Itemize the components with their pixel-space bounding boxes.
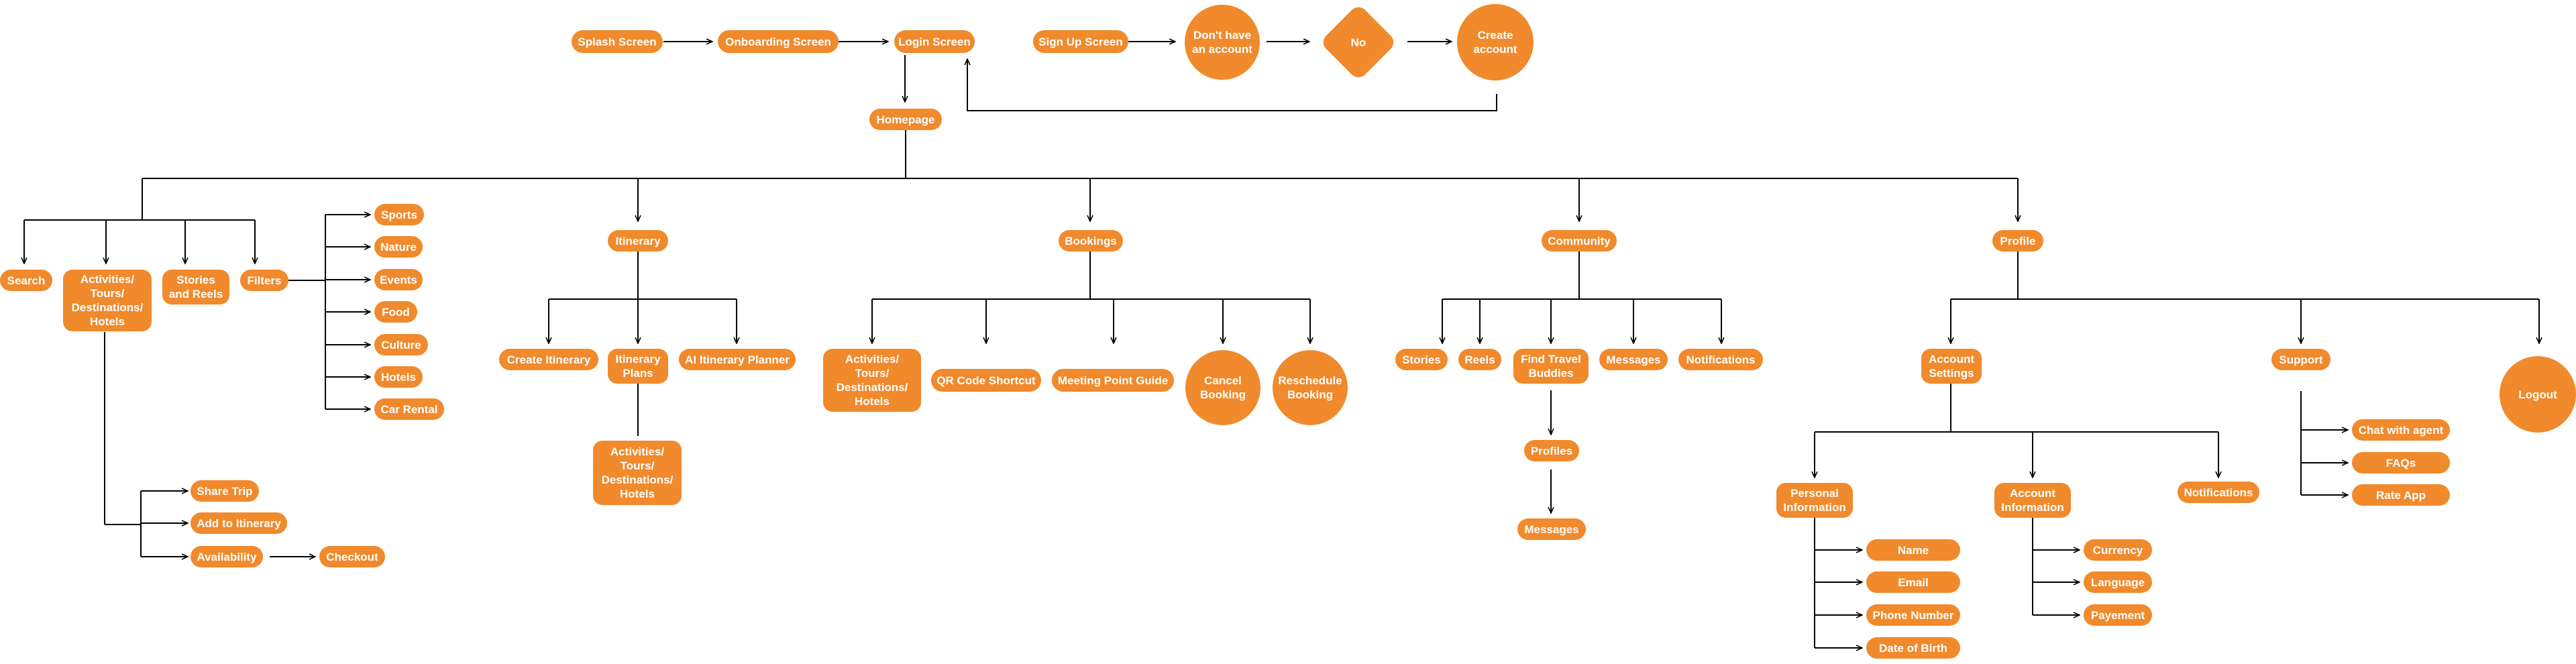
plans-activities-node: Activities/ Tours/ Destinations/ Hotels: [593, 441, 682, 505]
community-notifications-node: Notifications: [1678, 349, 1763, 370]
qr-code-shortcut-node: QR Code Shortcut: [931, 369, 1041, 392]
filter-food-node: Food: [374, 301, 417, 323]
find-travel-buddies-node: Find Travel Buddies: [1513, 349, 1589, 384]
bookings-node: Bookings: [1059, 230, 1123, 252]
availability-node: Availability: [191, 546, 263, 567]
reels-node: Reels: [1458, 349, 1501, 370]
stories-node: Stories: [1395, 349, 1448, 370]
profiles-node: Profiles: [1524, 440, 1579, 461]
faqs-node: FAQs: [2352, 452, 2450, 474]
filter-nature-node: Nature: [374, 236, 423, 258]
bookings-activities-node: Activities/ Tours/ Destinations/ Hotels: [823, 349, 921, 412]
create-itinerary-node: Create Itinerary: [499, 349, 598, 370]
personal-information-node: Personal Information: [1776, 483, 1853, 518]
login-screen-node: Login Screen: [894, 30, 975, 53]
create-account-node: Create account: [1457, 4, 1534, 80]
account-settings-node: Account Settings: [1921, 349, 1982, 384]
dont-have-account-node: Don't have an account: [1185, 5, 1260, 80]
chat-with-agent-node: Chat with agent: [2352, 419, 2450, 441]
filter-culture-node: Culture: [374, 334, 428, 355]
community-node: Community: [1542, 230, 1617, 252]
add-to-itinerary-node: Add to Itinerary: [191, 512, 287, 534]
language-node: Language: [2084, 571, 2152, 593]
sign-up-screen-node: Sign Up Screen: [1033, 30, 1128, 53]
splash-screen-node: Splash Screen: [572, 30, 663, 53]
logout-node: Logout: [2500, 356, 2576, 433]
messages-node: Messages: [1599, 349, 1668, 370]
filter-sports-node: Sports: [374, 204, 424, 225]
payement-node: Payement: [2084, 604, 2152, 626]
homepage-node: Homepage: [869, 109, 942, 130]
filter-events-node: Events: [374, 269, 423, 290]
date-of-birth-node: Date of Birth: [1866, 637, 1960, 659]
support-node: Support: [2271, 349, 2330, 370]
cancel-booking-node: Cancel Booking: [1185, 350, 1260, 425]
filter-hotels-node: Hotels: [374, 366, 423, 388]
filters-node: Filters: [240, 270, 288, 291]
phone-number-node: Phone Number: [1866, 604, 1960, 626]
filter-car-rental-node: Car Rental: [374, 398, 444, 420]
rate-app-node: Rate App: [2352, 484, 2450, 506]
share-trip-node: Share Trip: [191, 480, 259, 502]
itinerary-plans-node: Itinerary Plans: [608, 349, 668, 384]
profile-node: Profile: [1992, 230, 2043, 252]
name-node: Name: [1866, 539, 1960, 561]
ai-itinerary-planner-node: AI Itinerary Planner: [679, 349, 796, 370]
no-decision-node: No: [1320, 3, 1397, 81]
meeting-point-guide-node: Meeting Point Guide: [1052, 369, 1174, 392]
checkout-node: Checkout: [319, 546, 385, 567]
no-decision-label: No: [1350, 36, 1366, 49]
account-information-node: Account Information: [1994, 483, 2071, 518]
email-node: Email: [1866, 571, 1960, 593]
search-node: Search: [0, 270, 52, 291]
stories-and-reels-node: Stories and Reels: [162, 270, 229, 305]
settings-notifications-node: Notifications: [2178, 482, 2259, 503]
onboarding-screen-node: Onboarding Screen: [718, 30, 839, 53]
profiles-messages-node: Messages: [1517, 518, 1586, 540]
currency-node: Currency: [2084, 539, 2152, 561]
reschedule-booking-node: Reschedule Booking: [1273, 350, 1348, 425]
itinerary-node: Itinerary: [608, 230, 668, 252]
activities-node: Activities/ Tours/ Destinations/ Hotels: [63, 270, 152, 331]
